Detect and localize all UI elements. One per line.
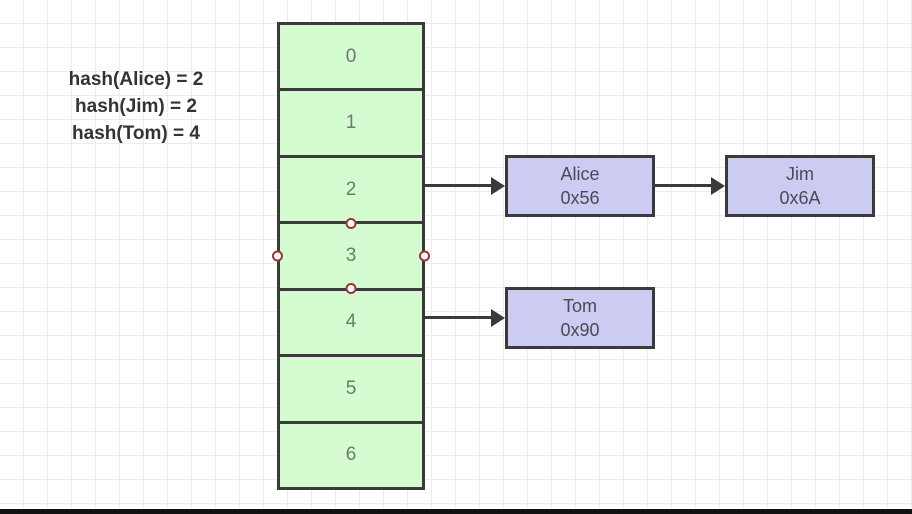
selection-handle-right[interactable]: [419, 250, 430, 262]
hash-bucket-table[interactable]: 0 1 2 3 4 5 6: [272, 22, 430, 490]
selection-handle-top[interactable]: [345, 218, 357, 230]
arrow-bucket4-to-tom: [425, 316, 493, 319]
bucket-cell-4-label: 4: [345, 311, 357, 333]
node-jim-address: 0x6A: [779, 188, 821, 208]
bucket-cell-6[interactable]: 6: [280, 423, 422, 487]
hash-legend: hash(Alice) = 2 hash(Jim) = 2 hash(Tom) …: [20, 66, 252, 147]
hash-legend-line-jim: hash(Jim) = 2: [75, 96, 197, 117]
bucket-cell-2[interactable]: 2: [280, 157, 422, 225]
bucket-cell-0[interactable]: 0: [280, 25, 422, 92]
node-alice-address: 0x56: [560, 188, 600, 208]
selection-handle-bottom[interactable]: [345, 282, 357, 294]
node-alice-name: Alice: [560, 164, 600, 184]
arrow-alice-to-jim: [655, 184, 713, 187]
node-box-alice[interactable]: Alice 0x56: [505, 155, 655, 217]
selection-handle-left[interactable]: [272, 250, 283, 262]
node-box-jim[interactable]: Jim 0x6A: [725, 155, 875, 217]
bottom-edge-band: [0, 509, 912, 514]
node-tom-address: 0x90: [560, 320, 600, 340]
bucket-cell-6-label: 6: [345, 444, 357, 466]
bucket-cell-1[interactable]: 1: [280, 91, 422, 158]
hash-legend-line-alice: hash(Alice) = 2: [68, 69, 204, 90]
bucket-cell-5[interactable]: 5: [280, 357, 422, 424]
bucket-cell-3-label: 3: [345, 244, 357, 266]
node-box-tom[interactable]: Tom 0x90: [505, 287, 655, 349]
node-tom-name: Tom: [562, 296, 597, 316]
hash-legend-line-tom: hash(Tom) = 4: [72, 123, 200, 144]
bucket-cell-5-label: 5: [345, 377, 357, 399]
bucket-cell-2-label: 2: [345, 178, 357, 200]
bucket-cell-4[interactable]: 4: [280, 290, 422, 358]
bucket-cell-3[interactable]: 3: [272, 218, 430, 294]
arrow-bucket2-to-alice: [425, 184, 493, 187]
bucket-cell-0-label: 0: [345, 45, 357, 67]
bucket-cell-1-label: 1: [345, 112, 357, 134]
node-jim-name: Jim: [786, 164, 814, 184]
